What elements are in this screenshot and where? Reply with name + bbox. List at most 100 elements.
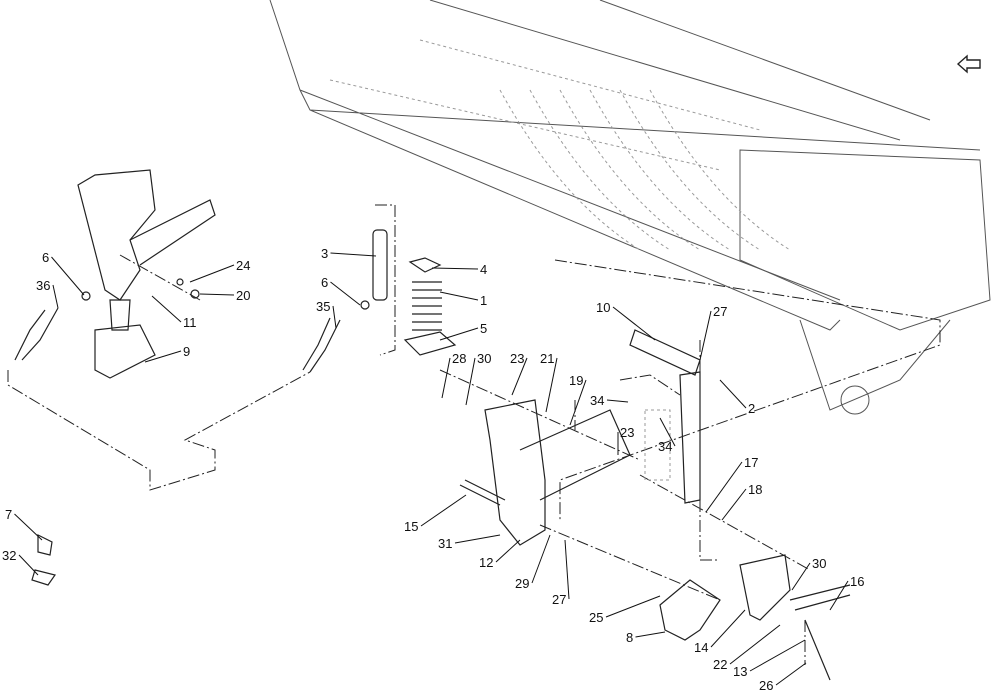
leader-line	[605, 595, 661, 618]
callout-label: 19	[569, 373, 583, 388]
assembly-lines	[7, 204, 941, 665]
leader-line	[659, 417, 676, 447]
callout-9: 9	[144, 344, 190, 363]
callout-31: 31	[438, 534, 501, 551]
cylinder-spring	[372, 229, 457, 356]
callout-label: 1	[480, 293, 487, 308]
callout-label: 15	[404, 519, 418, 534]
callout-label: 17	[744, 455, 758, 470]
callout-label: 27	[713, 304, 727, 319]
callout-label: 35	[316, 299, 330, 314]
leader-line	[545, 357, 558, 413]
leader-line	[431, 267, 479, 270]
leader-line	[420, 494, 467, 527]
callout-7: 7	[5, 507, 43, 541]
leader-line	[332, 305, 337, 329]
callout-29: 29	[515, 534, 551, 591]
leader-line	[710, 609, 746, 648]
callout-23: 23	[510, 351, 528, 396]
leader-line	[151, 295, 182, 323]
leader-line	[330, 252, 377, 257]
leader-line	[699, 310, 712, 361]
callout-2: 2	[719, 379, 755, 416]
callout-label: 7	[5, 507, 12, 522]
callout-18: 18	[721, 482, 762, 521]
callout-label: 21	[540, 351, 554, 366]
callout-4: 4	[431, 262, 487, 277]
callout-label: 30	[477, 351, 491, 366]
callout-label: 16	[850, 574, 864, 589]
leader-line	[729, 624, 781, 665]
left-bracket	[77, 169, 216, 379]
callout-label: 24	[236, 258, 250, 273]
leader-line	[791, 562, 811, 591]
callout-16: 16	[829, 574, 864, 611]
callout-label: 2	[748, 401, 755, 416]
callout-12: 12	[479, 539, 521, 570]
callout-label: 26	[759, 678, 773, 692]
callout-22: 22	[713, 624, 781, 672]
callout-28: 28	[441, 351, 466, 399]
leader-line	[14, 513, 43, 541]
callout-27: 27	[699, 304, 727, 361]
leader-line	[829, 580, 849, 611]
return-arrow-icon[interactable]	[956, 54, 981, 74]
callout-5: 5	[439, 321, 487, 341]
leader-line	[439, 327, 479, 341]
callout-label: 31	[438, 536, 452, 551]
leader-line	[189, 264, 235, 283]
callout-15: 15	[404, 494, 467, 534]
callout-19: 19	[569, 373, 587, 426]
callout-label: 34	[590, 393, 604, 408]
machine-body	[269, 0, 991, 415]
callout-34: 34	[590, 393, 629, 408]
callout-label: 6	[42, 250, 49, 265]
leader-line	[531, 534, 551, 584]
callout-1: 1	[439, 291, 487, 308]
callout-label: 11	[183, 315, 197, 330]
leader-line	[721, 488, 747, 521]
leader-line	[144, 350, 182, 363]
callout-17: 17	[705, 455, 758, 513]
leader-line	[569, 379, 587, 426]
callout-6: 6	[42, 250, 85, 296]
center-bracket	[459, 329, 701, 546]
callout-11: 11	[151, 295, 197, 330]
callout-35: 35	[316, 299, 337, 329]
callout-label: 18	[748, 482, 762, 497]
callout-label: 10	[596, 300, 610, 315]
callout-14: 14	[694, 609, 746, 655]
leader-line	[749, 639, 806, 672]
callout-30: 30	[791, 556, 826, 591]
callout-10: 10	[596, 300, 656, 341]
callout-34: 34	[658, 417, 676, 454]
lower-brackets	[659, 554, 851, 681]
leader-line	[199, 293, 235, 296]
callout-label: 23	[510, 351, 524, 366]
callout-label: 36	[36, 278, 50, 293]
leader-line	[454, 534, 501, 544]
callout-label: 4	[480, 262, 487, 277]
leader-line	[775, 662, 807, 686]
callout-27: 27	[552, 539, 570, 607]
leader-line	[330, 281, 361, 306]
callout-label: 5	[480, 321, 487, 336]
leader-line	[705, 461, 743, 513]
leader-line	[51, 256, 85, 296]
callout-label: 14	[694, 640, 708, 655]
callout-label: 6	[321, 275, 328, 290]
leader-line	[495, 539, 521, 563]
leader-line	[18, 554, 39, 576]
callout-label: 23	[620, 425, 634, 440]
callout-label: 29	[515, 576, 529, 591]
callout-26: 26	[759, 662, 807, 692]
callout-6: 6	[321, 275, 361, 306]
leader-line	[52, 284, 59, 309]
callout-8: 8	[626, 630, 666, 645]
callout-label: 30	[812, 556, 826, 571]
leader-line	[606, 399, 629, 403]
callout-label: 27	[552, 592, 566, 607]
leader-line	[719, 379, 747, 409]
callout-3: 3	[321, 246, 377, 261]
